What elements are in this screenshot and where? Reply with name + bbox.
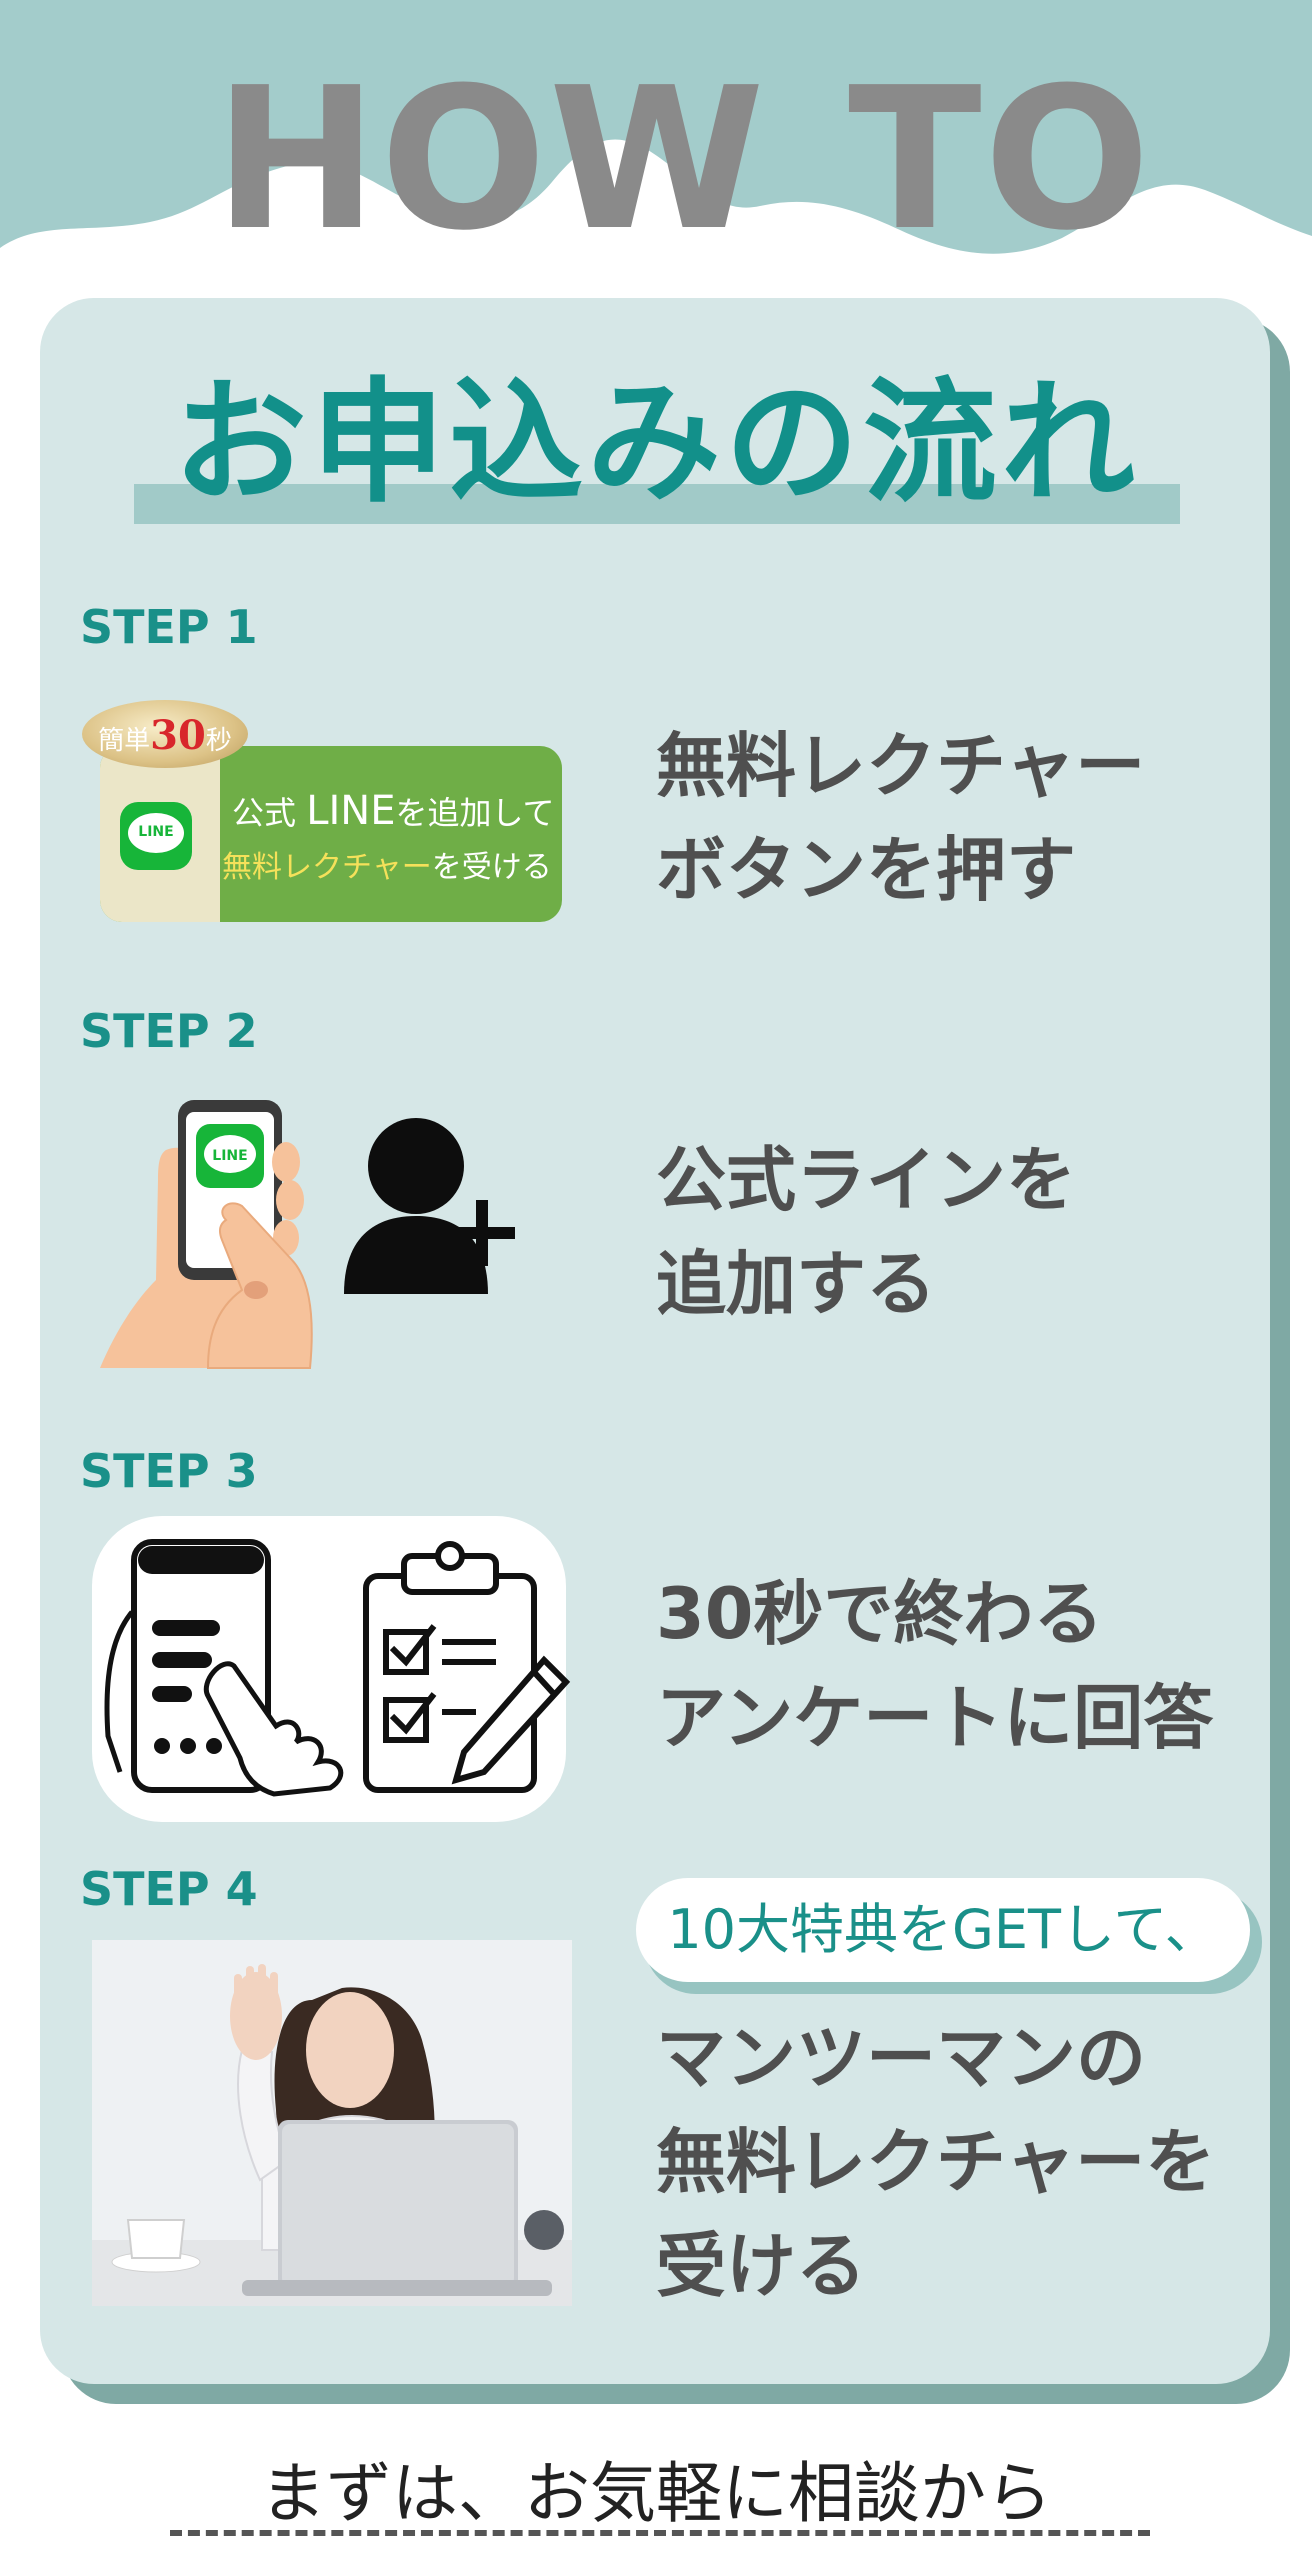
bonus-pill-text: 10大特典をGETして、 (667, 1898, 1219, 1961)
step-4-text-line-3: 受ける (656, 2225, 866, 2307)
step-1-text-line-2: ボタンを押す (656, 829, 1076, 911)
step-1-label: STEP 1 (80, 600, 258, 654)
header-to: TO (848, 46, 1153, 274)
badge-number: 30 (150, 712, 206, 759)
step-2-text-line-2: 追加する (656, 1243, 936, 1325)
step-4-text-line-1: マンツーマンの (656, 2017, 1146, 2099)
add-user-icon (344, 1118, 515, 1294)
step-1-text-line-1: 無料レクチャー (656, 725, 1146, 807)
header-how: HOW (214, 46, 767, 274)
page-title: お申込みの流れ (172, 365, 1139, 521)
line-button-line2-suffix: を受ける (431, 850, 552, 885)
badge-prefix: 簡単 (98, 726, 151, 756)
line-logo-icon: LINE (120, 802, 192, 870)
step-3-text: 30秒で終わる アンケートに回答 (656, 1562, 1213, 1770)
badge-suffix: 秒 (205, 726, 232, 756)
woman-laptop-photo (92, 1940, 572, 2306)
step-3-text-line-1: 30秒で終わる (656, 1573, 1104, 1655)
line-bubble-icon (128, 813, 184, 853)
footer-cta-text: まずは、お気軽に相談から (260, 2455, 1052, 2532)
step-3-label: STEP 3 (80, 1444, 258, 1498)
step-2-label: STEP 2 (80, 1004, 258, 1058)
title-underline (134, 484, 1180, 524)
step-3-text-line-2: アンケートに回答 (656, 1677, 1214, 1759)
line-button-line2: 無料レクチャーを受ける (222, 842, 552, 886)
badge-text: 簡単30秒 (82, 712, 248, 759)
thirty-second-badge: 簡単30秒 (82, 700, 248, 768)
step-1-text: 無料レクチャー ボタンを押す (656, 714, 1145, 922)
line-button-highlight: 無料レクチャー (222, 850, 432, 885)
phone-tap-icon: LINE (100, 1100, 313, 1369)
line-button-line1: 公式 LINEを追加して (232, 788, 555, 834)
step-4-text: マンツーマンの 無料レクチャーを 受ける (656, 2006, 1215, 2318)
footer-dashed-line (170, 2530, 1150, 2536)
survey-illustration-icon (104, 1539, 571, 1797)
line-logo-text: LINE (138, 824, 174, 840)
step-2-text: 公式ラインを 追加する (656, 1128, 1076, 1336)
line-button-brand: LINE (306, 788, 396, 834)
woman-waving-image (92, 1940, 572, 2306)
line-button-suffix: を追加して (395, 794, 555, 832)
step-2-text-line-1: 公式ラインを (656, 1139, 1076, 1221)
header-wave-band (0, 0, 1312, 254)
line-button-prefix: 公式 (232, 794, 297, 832)
step-4-text-line-2: 無料レクチャーを (656, 2121, 1216, 2203)
step-4-label: STEP 4 (80, 1862, 258, 1916)
bonus-pill (636, 1878, 1250, 1982)
phone-line-logo-text: LINE (212, 1148, 247, 1164)
